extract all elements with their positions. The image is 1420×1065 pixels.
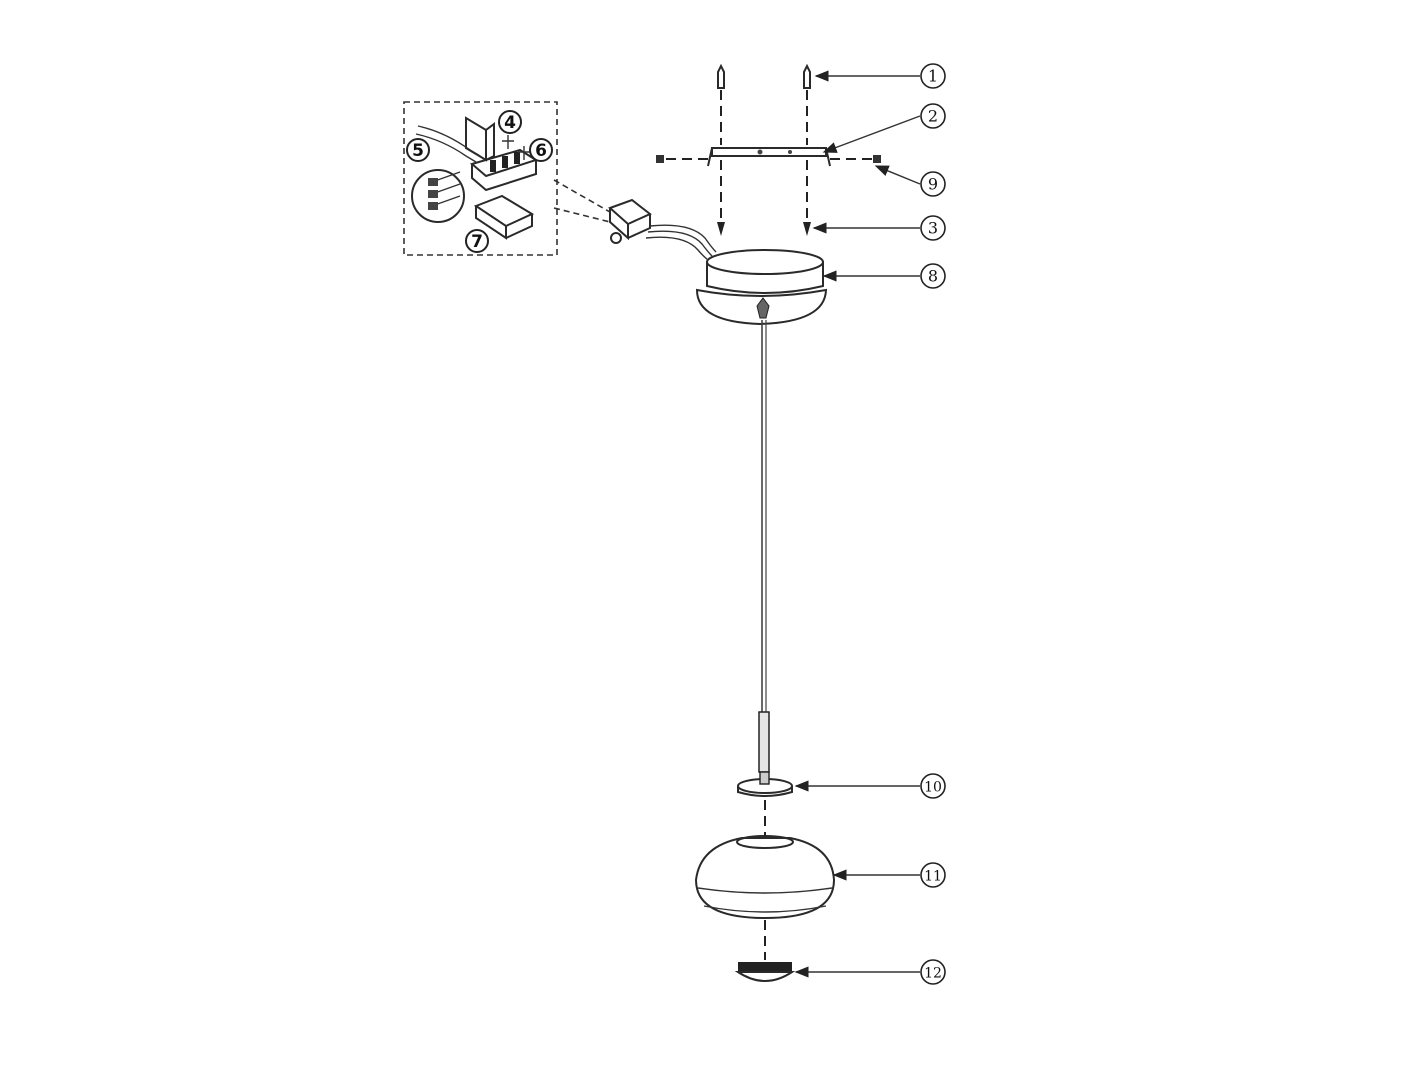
lamp-holder-cap (737, 771, 793, 797)
callout-6-label: 6 (535, 141, 547, 161)
callout-2-label: 2 (928, 107, 938, 126)
callout-6: 6 (529, 138, 553, 162)
callout-1: 1 (920, 63, 946, 89)
callout-9: 9 (920, 171, 946, 197)
callout-7-label: 7 (471, 232, 483, 252)
callout-5-label: 5 (412, 141, 424, 161)
lamp-shade (694, 835, 836, 920)
callout-3: 3 (920, 215, 946, 241)
wall-anchor-left (717, 63, 725, 145)
callout-8: 8 (920, 263, 946, 289)
callout-4: 4 (498, 110, 522, 134)
wiring-detail-inset (403, 101, 558, 256)
inset-leader-top (553, 179, 611, 213)
diffuser-lens (734, 962, 796, 982)
callout-11: 11 (920, 862, 946, 888)
callout-5: 5 (406, 138, 430, 162)
callout-12: 12 (920, 959, 946, 985)
callout-10-label: 10 (924, 780, 942, 796)
callout-2: 2 (920, 103, 946, 129)
suspension-cable (758, 320, 770, 773)
callout-1-label: 1 (928, 67, 938, 86)
callout-3-label: 3 (928, 219, 938, 238)
callout-10: 10 (920, 773, 946, 799)
mounting-bracket (707, 147, 831, 167)
wall-anchor-right (803, 63, 811, 145)
callout-8-label: 8 (928, 267, 938, 286)
bracket-screw-right (830, 155, 881, 163)
fixing-screw-right (803, 160, 811, 236)
ceiling-canopy (695, 249, 828, 326)
callout-4-label: 4 (504, 113, 516, 133)
fixing-screw-left (717, 160, 725, 236)
inset-leader-bottom (553, 207, 611, 223)
driver-connector (608, 198, 717, 261)
callout-12-label: 12 (924, 966, 942, 982)
callout-7: 7 (465, 229, 489, 253)
callout-9-label: 9 (928, 175, 938, 194)
leader-lines (794, 70, 921, 978)
bracket-screw-left (656, 155, 708, 163)
callout-11-label: 11 (924, 869, 942, 885)
